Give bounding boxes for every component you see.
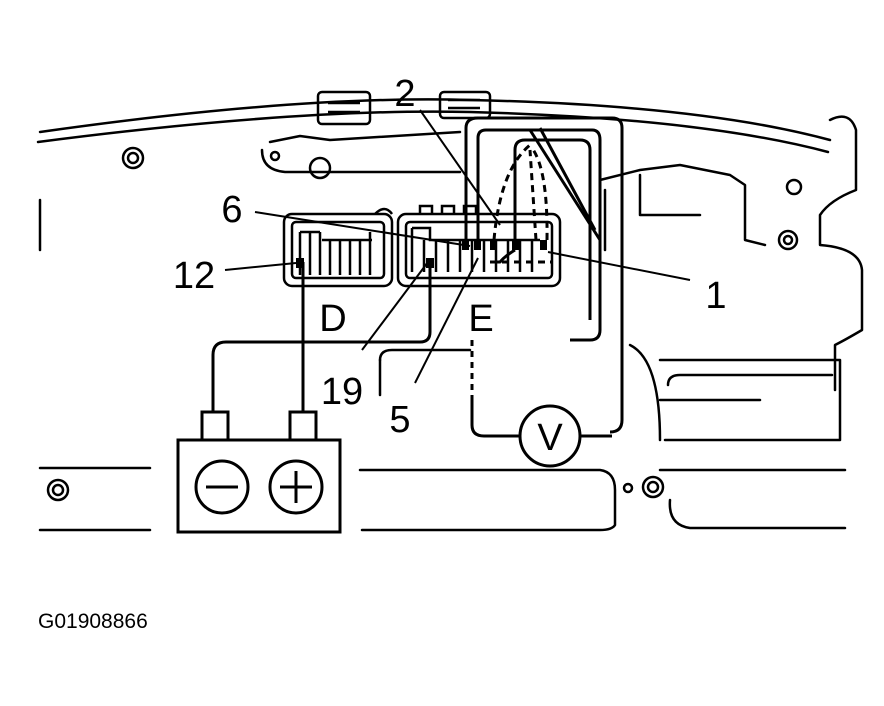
callout-pin-1: 1 — [705, 275, 726, 317]
bolt-icon — [777, 229, 799, 251]
bolt-icon — [121, 146, 145, 170]
figure-code: G01908866 — [38, 610, 148, 633]
callout-pin-19: 19 — [321, 371, 363, 413]
positive-terminal-icon — [268, 459, 324, 515]
voltmeter: V — [470, 395, 612, 468]
hole-icon — [269, 150, 634, 494]
connector-e-pins-1-2-5-6 — [462, 240, 547, 250]
voltmeter-symbol: V — [537, 417, 563, 459]
round-knob — [308, 156, 332, 180]
top-bracket-left — [316, 90, 372, 126]
connector-d-pin-12 — [296, 258, 304, 268]
probe-wire-harness — [464, 116, 624, 434]
callout-pin-5: 5 — [389, 399, 410, 441]
connector-d — [282, 207, 394, 288]
top-bracket-right — [438, 90, 492, 120]
voltmeter-icon — [518, 404, 582, 468]
bolt-icon — [46, 478, 70, 502]
connector-e-label: E — [468, 298, 493, 340]
battery — [176, 410, 342, 534]
callout-pin-2: 2 — [394, 73, 415, 115]
callout-leaders — [224, 109, 691, 384]
vehicle-body-outline — [36, 98, 864, 532]
callout-pin-12: 12 — [173, 255, 215, 297]
negative-terminal-icon — [194, 459, 250, 515]
connector-d-label: D — [319, 298, 346, 340]
bolt-icon — [785, 178, 803, 196]
callout-pin-6: 6 — [221, 189, 242, 231]
battery-leads — [211, 262, 432, 412]
dashed-jumper-leads — [490, 143, 552, 264]
bolt-icon — [641, 475, 665, 499]
